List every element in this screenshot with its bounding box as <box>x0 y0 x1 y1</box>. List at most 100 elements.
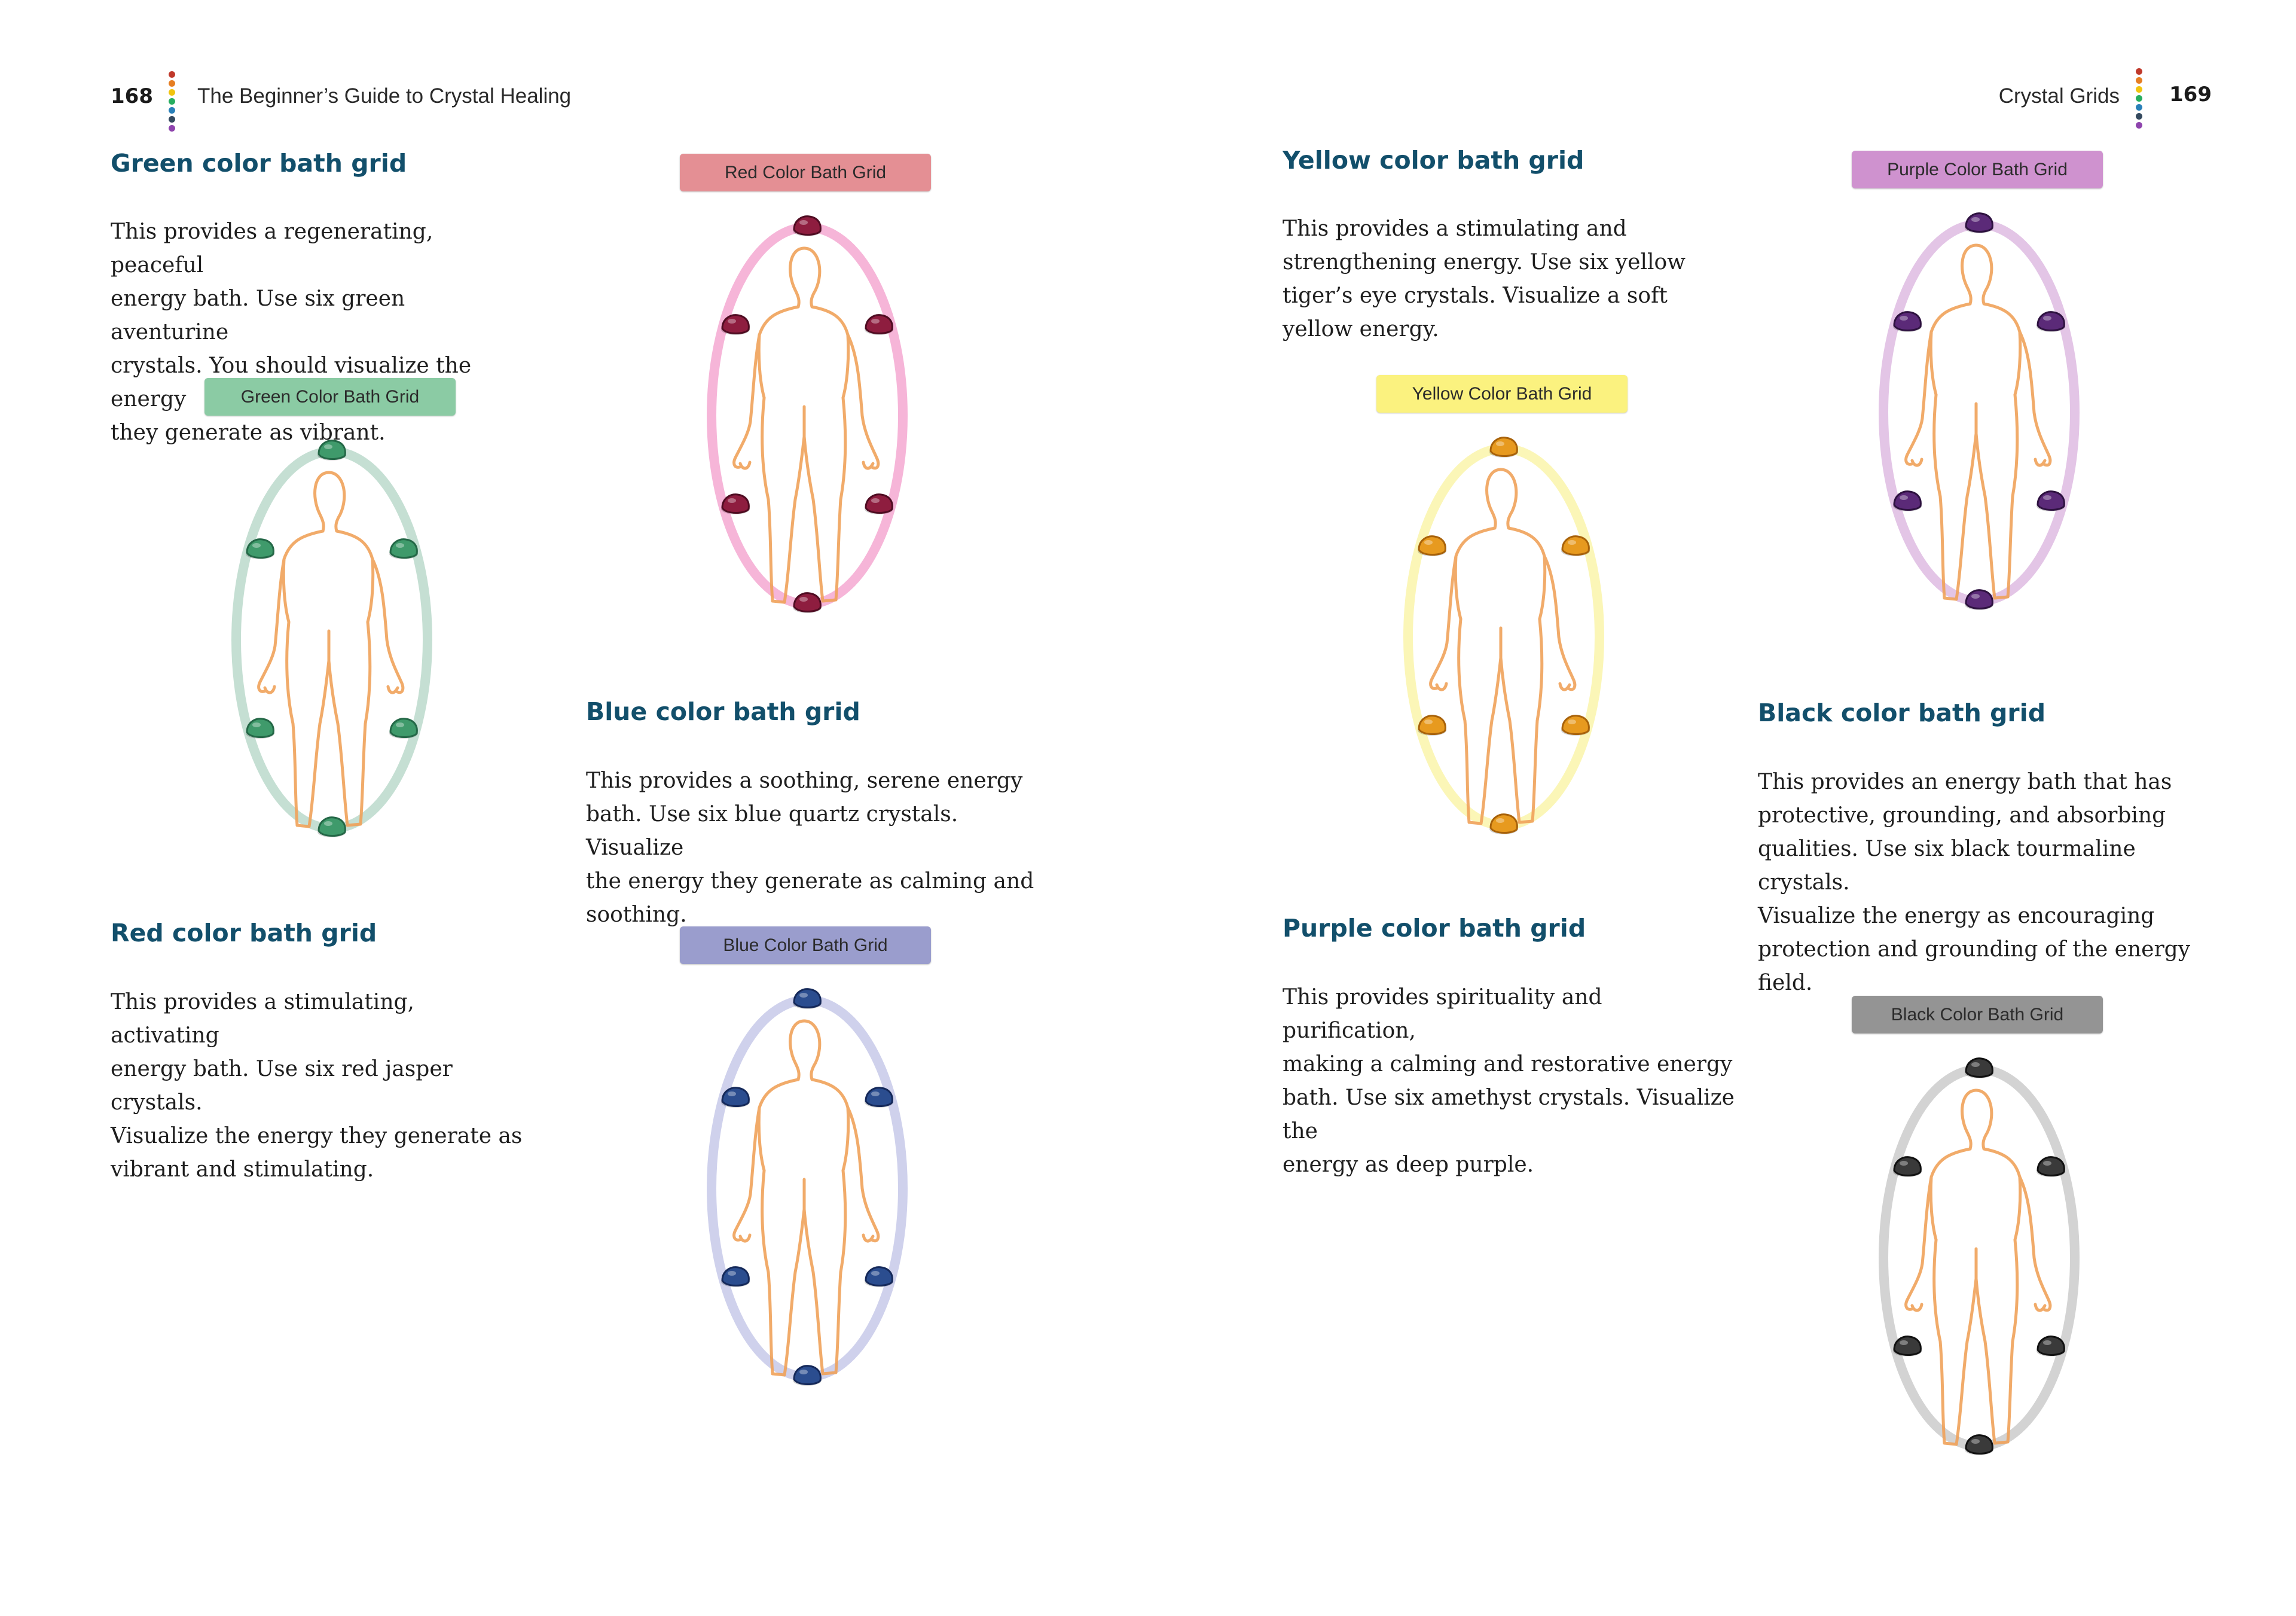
energy-ring <box>1879 219 2080 606</box>
crystal-stone <box>1893 311 1922 332</box>
crystal-stone <box>721 1087 750 1108</box>
yellow-line-1: This provides a stimulating and <box>1283 217 1627 241</box>
human-figure <box>732 1019 880 1377</box>
right-page-number: 169 <box>2169 83 2212 106</box>
green-line-4: they generate as vibrant. <box>111 420 386 445</box>
green-heading: Green color bath grid <box>111 149 407 178</box>
purple-line-1: This provides spirituality and purificat… <box>1283 985 1602 1043</box>
chakra-dot <box>169 125 175 132</box>
chakra-dot <box>2136 104 2142 111</box>
purple-heading: Purple color bath grid <box>1283 914 1586 943</box>
crystal-stone <box>865 1087 893 1108</box>
black-grid-figure <box>1879 1057 2080 1455</box>
yellow-description: This provides a stimulating and strength… <box>1283 212 1701 346</box>
green-line-1: This provides a regenerating, peaceful <box>111 219 433 278</box>
chakra-dot <box>169 107 175 114</box>
crystal-stone <box>1965 1057 1993 1078</box>
human-figure <box>1904 243 2052 601</box>
black-line-2: protective, grounding, and absorbing <box>1758 803 2166 828</box>
left-chakra-dots <box>169 71 176 134</box>
chakra-dot <box>169 116 175 123</box>
blue-heading: Blue color bath grid <box>586 697 860 726</box>
crystal-stone <box>1965 212 1993 233</box>
red-description: This provides a stimulating, activating … <box>111 986 529 1187</box>
purple-line-3: bath. Use six amethyst crystals. Visuali… <box>1283 1086 1735 1144</box>
green-line-3: crystals. You should visualize the energ… <box>111 353 472 411</box>
human-figure <box>257 471 405 828</box>
purple-grid-figure <box>1879 212 2080 610</box>
crystal-stone <box>2037 1156 2065 1177</box>
chakra-dot <box>2136 77 2142 84</box>
purple-line-4: energy as deep purple. <box>1283 1152 1534 1177</box>
chakra-dot <box>2136 95 2142 102</box>
crystal-stone <box>1489 813 1518 834</box>
blue-grid-label: Blue Color Bath Grid <box>680 926 931 964</box>
chakra-dot <box>2136 86 2142 93</box>
left-running-title: The Beginner’s Guide to Crystal Healing <box>197 84 572 108</box>
crystal-stone <box>793 988 822 1009</box>
crystal-stone <box>2037 311 2065 332</box>
yellow-grid-label: Yellow Color Bath Grid <box>1376 375 1628 413</box>
energy-ring <box>231 447 432 833</box>
crystal-stone <box>1893 1156 1922 1177</box>
chakra-dot <box>169 71 175 78</box>
energy-ring <box>1879 1065 2080 1451</box>
crystal-stone <box>1893 1336 1922 1356</box>
crystal-stone <box>389 538 418 559</box>
green-description: This provides a regenerating, peaceful e… <box>111 215 529 450</box>
right-running-title: Crystal Grids <box>1998 84 2120 108</box>
crystal-stone <box>721 314 750 335</box>
crystal-stone <box>865 314 893 335</box>
yellow-line-3: tiger’s eye crystals. Visualize a soft <box>1283 283 1668 308</box>
black-line-6: field. <box>1758 971 1813 995</box>
red-line-4: vibrant and stimulating. <box>111 1157 374 1182</box>
yellow-line-4: yellow energy. <box>1283 317 1439 342</box>
black-line-4: Visualize the energy as encouraging <box>1758 904 2155 928</box>
yellow-grid-figure <box>1403 437 1604 834</box>
black-line-1: This provides an energy bath that has <box>1758 770 2172 794</box>
purple-line-2: making a calming and restorative energy <box>1283 1052 1733 1077</box>
red-grid-label: Red Color Bath Grid <box>680 154 931 191</box>
chakra-dot <box>169 89 175 96</box>
red-line-1: This provides a stimulating, activating <box>111 990 414 1048</box>
crystal-stone <box>1965 589 1993 610</box>
crystal-stone <box>1965 1434 1993 1455</box>
crystal-stone <box>793 592 822 613</box>
chakra-dot <box>2136 113 2142 120</box>
blue-description: This provides a soothing, serene energy … <box>586 764 1040 932</box>
chakra-dot <box>169 98 175 105</box>
crystal-stone <box>389 718 418 739</box>
crystal-stone <box>1418 535 1446 556</box>
blue-line-4: soothing. <box>586 902 687 927</box>
energy-ring <box>707 995 908 1382</box>
crystal-stone <box>317 440 346 461</box>
chakra-dot <box>2136 68 2142 75</box>
red-grid-figure <box>707 215 908 613</box>
green-grid-label: Green Color Bath Grid <box>204 378 456 416</box>
chakra-dot <box>2136 122 2142 129</box>
human-figure <box>1904 1088 2052 1446</box>
crystal-stone <box>1561 715 1590 736</box>
yellow-line-2: strengthening energy. Use six yellow <box>1283 250 1686 275</box>
crystal-stone <box>317 816 346 837</box>
black-line-3: qualities. Use six black tourmaline crys… <box>1758 837 2136 895</box>
crystal-stone <box>1561 535 1590 556</box>
left-page-number: 168 <box>111 84 153 108</box>
blue-line-1: This provides a soothing, serene energy <box>586 769 1023 793</box>
crystal-stone <box>721 493 750 514</box>
black-heading: Black color bath grid <box>1758 699 2046 727</box>
crystal-stone <box>2037 490 2065 511</box>
human-figure <box>1429 468 1577 825</box>
purple-grid-label: Purple Color Bath Grid <box>1852 151 2103 188</box>
crystal-stone <box>1489 437 1518 458</box>
energy-ring <box>1403 444 1604 830</box>
crystal-stone <box>865 1266 893 1287</box>
crystal-stone <box>1893 490 1922 511</box>
green-grid-figure <box>231 440 432 837</box>
green-line-2: energy bath. Use six green aventurine <box>111 286 405 344</box>
right-chakra-dots <box>2136 68 2143 131</box>
blue-line-3: the energy they generate as calming and <box>586 869 1034 894</box>
red-line-2: energy bath. Use six red jasper crystals… <box>111 1057 453 1115</box>
crystal-stone <box>246 538 274 559</box>
yellow-heading: Yellow color bath grid <box>1283 146 1584 175</box>
